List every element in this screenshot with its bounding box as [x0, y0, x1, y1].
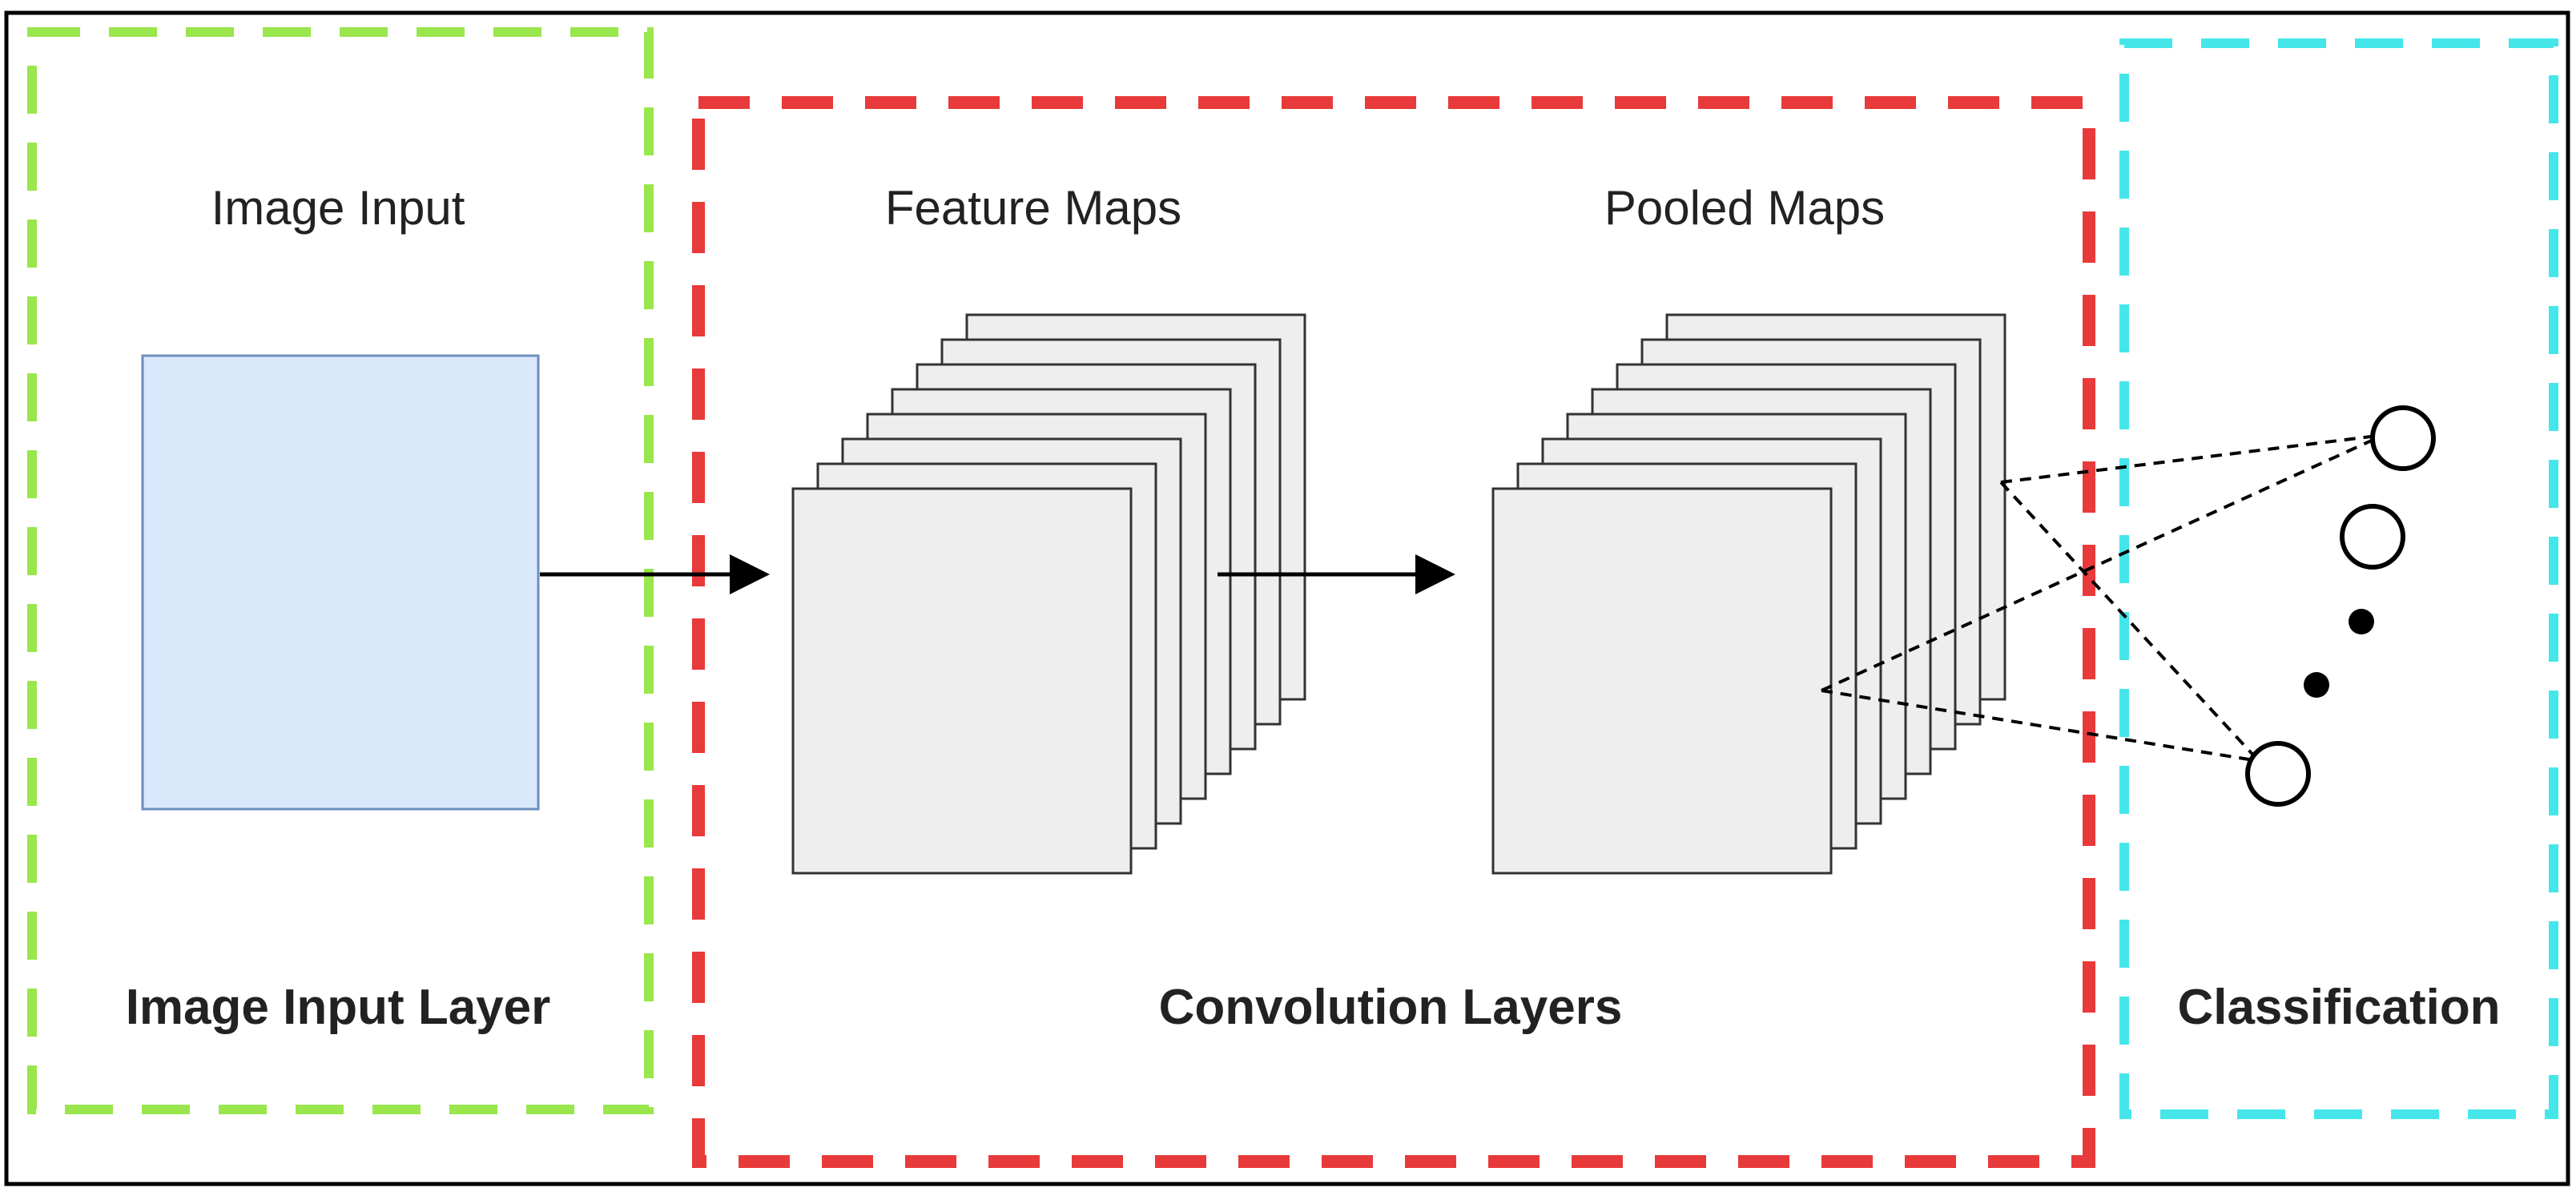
classification-region [2119, 38, 2558, 1119]
ellipsis-dot [2304, 672, 2329, 698]
feature-maps-stack [791, 313, 1306, 875]
input-image [141, 354, 540, 811]
feature-map-layer [791, 487, 1133, 875]
output-node [2245, 741, 2311, 807]
output-node [2340, 504, 2405, 570]
image-input-layer-label: Image Input Layer [126, 980, 551, 1035]
outer-frame [4, 10, 2570, 1186]
convolution-layers-label: Convolution Layers [1159, 980, 1623, 1035]
convolution-layers-region [692, 96, 2095, 1168]
pooled-maps-stack [1491, 313, 2006, 875]
connection-lines [1821, 433, 2385, 763]
input-layer-region [27, 27, 654, 1114]
connection-line [1999, 481, 2260, 763]
image-input-label: Image Input [211, 181, 465, 235]
feature-maps-label: Feature Maps [885, 181, 1181, 235]
pooled-maps-label: Pooled Maps [1604, 181, 1885, 235]
connection-line [1821, 689, 2260, 763]
connection-line [2000, 433, 2385, 484]
pooled-map-layer [1491, 487, 1833, 875]
connection-line [1821, 433, 2385, 692]
ellipsis-dot [2349, 609, 2374, 634]
classification-label: Classification [2177, 980, 2500, 1035]
output-node [2370, 405, 2436, 471]
